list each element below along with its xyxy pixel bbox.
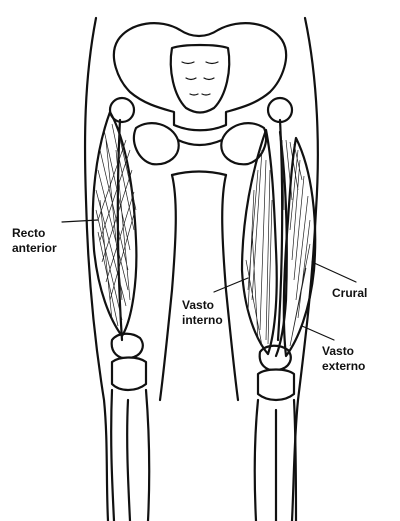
label-recto-anterior: Recto anterior: [12, 226, 57, 256]
label-crural: Crural: [332, 286, 368, 300]
label-recto-anterior-line1: Recto: [12, 226, 46, 240]
vasto-interno-muscle: [240, 128, 278, 356]
label-vasto-interno-line1: Vasto: [182, 298, 215, 312]
leader-vasto-interno: [213, 277, 249, 293]
recto-anterior-muscle: [91, 110, 151, 521]
leader-lines: [61, 219, 357, 341]
label-recto-anterior-line2: anterior: [12, 241, 57, 255]
vasto-externo-muscle: [282, 136, 317, 358]
pelvis: [108, 22, 294, 166]
label-vasto-interno: Vasto interno: [182, 298, 223, 328]
leader-recto-anterior: [61, 219, 99, 223]
leader-vasto-externo: [301, 325, 335, 341]
label-vasto-externo-line1: Vasto: [322, 344, 355, 358]
label-vasto-interno-line2: interno: [182, 313, 223, 327]
right-knee: [253, 344, 298, 521]
crural-muscle: [274, 130, 303, 358]
label-vasto-externo: Vasto externo: [322, 344, 365, 374]
leader-crural: [311, 261, 357, 283]
label-vasto-externo-line2: externo: [322, 359, 366, 373]
